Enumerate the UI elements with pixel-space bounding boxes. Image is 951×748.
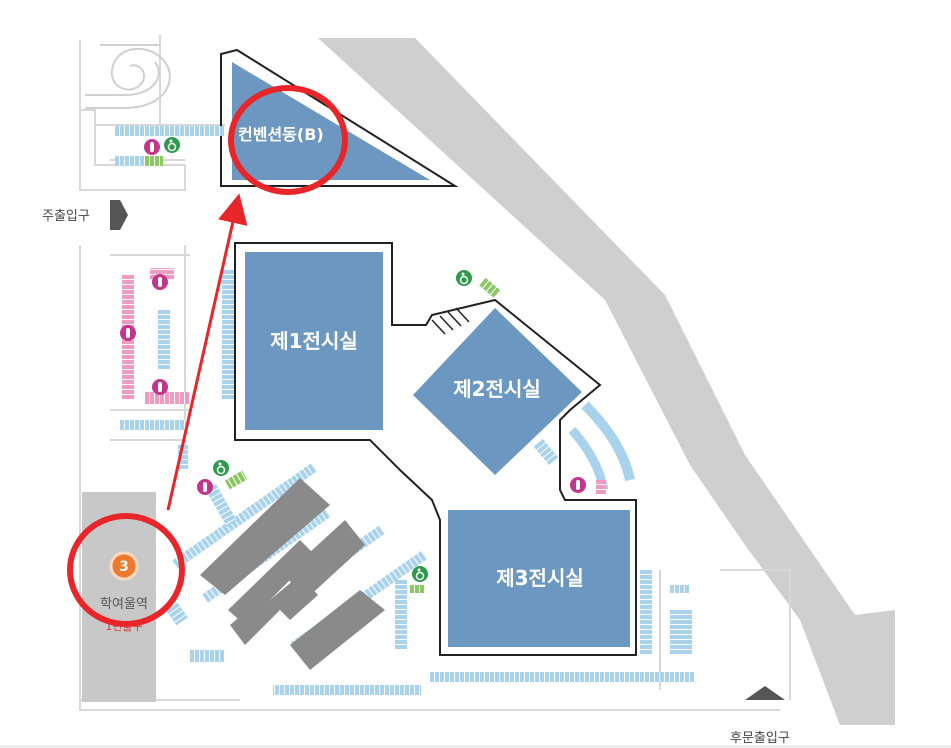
hall2-label: 제2전시실 [453,377,541,401]
subway-station-icon[interactable]: 3 [109,551,139,581]
road [318,38,895,725]
wheelchair-icon [213,460,229,476]
toilet-icon [120,325,136,341]
convention-outline [220,48,459,187]
hall3-label: 제3전시실 [496,566,584,590]
toilet-icon [144,139,160,155]
hall1-building[interactable] [245,252,383,430]
station-name: 학여울역 [100,597,148,612]
convention-label: 컨벤션동(B) [238,125,324,144]
toilet-icon [197,479,213,495]
spiral-ramp [85,44,171,109]
hall1-label: 제1전시실 [270,329,358,353]
highlight-circle-station [67,513,185,627]
toilet-icons [120,139,586,495]
route-arrow [166,193,248,511]
stairs [431,307,470,335]
wheelchair-icon [164,137,180,153]
wheelchair-icon [412,566,428,582]
hall3-building[interactable] [448,510,630,647]
station-line-number: 3 [119,559,129,575]
bottom-border [0,745,951,748]
toilet-icon [570,477,586,493]
main-entrance-label: 주출입구 [42,209,90,224]
arrow-right-icon [110,200,128,230]
wheelchair-icon [456,270,472,286]
convention-building[interactable] [232,62,430,180]
hall12-outline [234,242,637,656]
rear-entrance-label: 후문출입구 [730,731,790,746]
arrow-up-icon [745,686,785,700]
hall2-building[interactable] [413,308,582,475]
wheelchair-icons [164,137,472,582]
highlight-circle-convention [228,85,348,195]
parking-lots [115,126,695,695]
toilet-icon [152,379,168,395]
toilet-icon [152,274,168,290]
